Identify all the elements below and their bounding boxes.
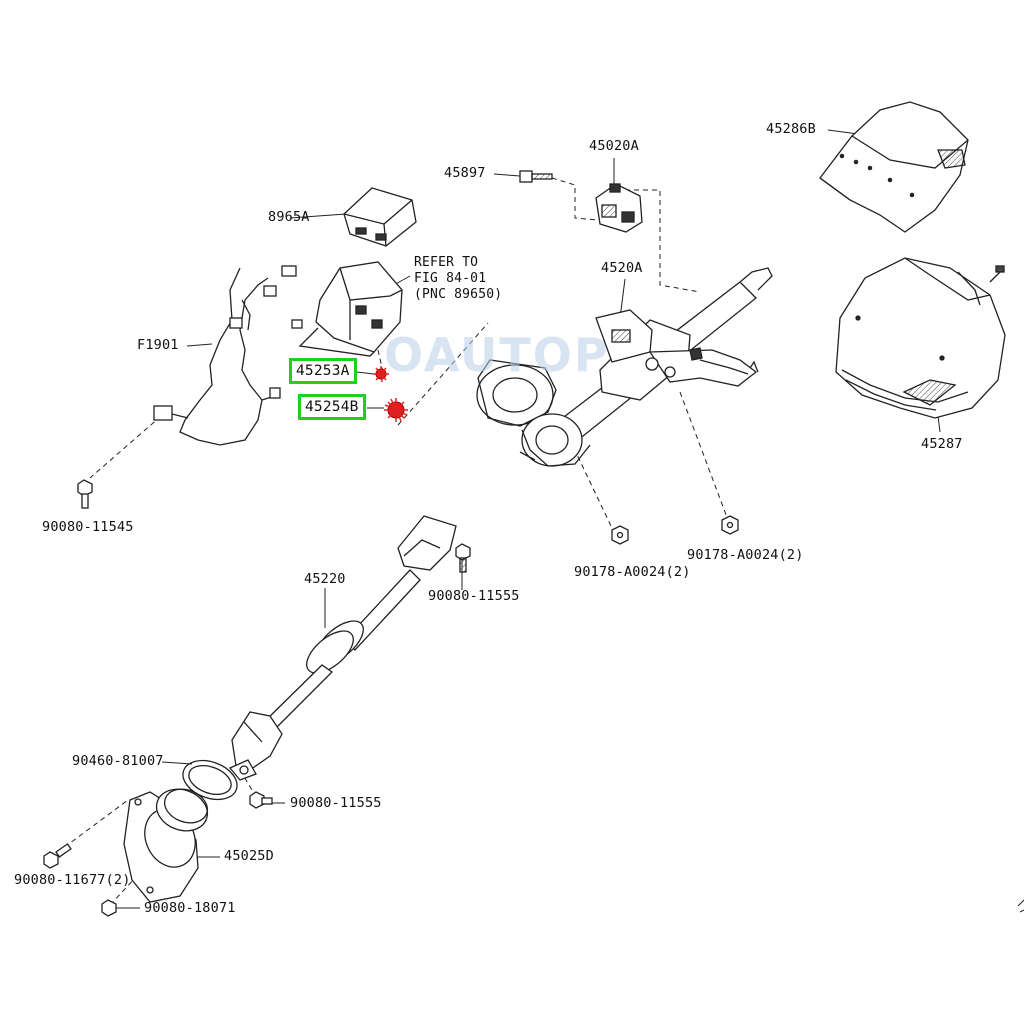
nut-90178-right: [721, 515, 739, 535]
bolt-90080-11555-top: [455, 543, 471, 573]
label-45286B: 45286B: [766, 121, 816, 137]
label-45287: 45287: [921, 436, 963, 452]
column-switch-45020A: [595, 183, 643, 233]
label-90080-11555-bottom: 90080-11555: [290, 795, 382, 811]
edge-mark: [1017, 899, 1024, 913]
label-F1901: F1901: [137, 337, 179, 353]
label-90080-18071: 90080-18071: [144, 900, 236, 916]
column-hole-cover-45025D: [123, 788, 209, 903]
nut-90178-left: [611, 525, 629, 545]
refer-note-line-2: FIG 84-01: [414, 271, 487, 286]
label-45253A-highlighted: 45253A: [289, 358, 357, 384]
label-45025D: 45025D: [224, 848, 274, 864]
label-90460-81007: 90460-81007: [72, 753, 164, 769]
label-45897: 45897: [444, 165, 486, 181]
label-90080-11555-top: 90080-11555: [428, 588, 520, 604]
wire-harness-F1901: [153, 265, 303, 446]
label-4520A: 4520A: [601, 260, 643, 276]
bolt-90080-11555-bottom: [249, 791, 273, 809]
lower-column-cover: [835, 257, 1006, 419]
upper-column-cover: [819, 101, 969, 233]
refer-note-line-1: REFER TO: [414, 255, 479, 270]
bolt-90080-11677: [43, 843, 72, 869]
watermark: OAUTOP: [384, 328, 610, 382]
nut-90080-18071: [101, 899, 117, 917]
control-module: [298, 261, 403, 357]
label-90178-A0024-right: 90178-A0024(2): [687, 547, 804, 563]
screw-45897: [519, 170, 553, 183]
label-90080-11545: 90080-11545: [42, 519, 134, 535]
label-45020A: 45020A: [589, 138, 639, 154]
refer-note-line-3: (PNC 89650): [414, 287, 503, 302]
label-90080-11677: 90080-11677(2): [14, 872, 131, 888]
clamp-90460-81007: [182, 759, 238, 801]
steering-column-4520A: [476, 267, 773, 467]
connector-8965A: [343, 187, 417, 247]
leader-lines: [116, 129, 941, 909]
intermediate-shaft-45220: [228, 515, 457, 781]
bolt-90080-11545: [77, 479, 93, 509]
highlighted-parts: [373, 365, 408, 422]
refer-note: REFER TO FIG 84-01 (PNC 89650): [414, 255, 502, 303]
label-45220: 45220: [304, 571, 346, 587]
label-90178-A0024-left: 90178-A0024(2): [574, 564, 691, 580]
label-8965A: 8965A: [268, 209, 310, 225]
label-45254B-highlighted: 45254B: [298, 394, 366, 420]
